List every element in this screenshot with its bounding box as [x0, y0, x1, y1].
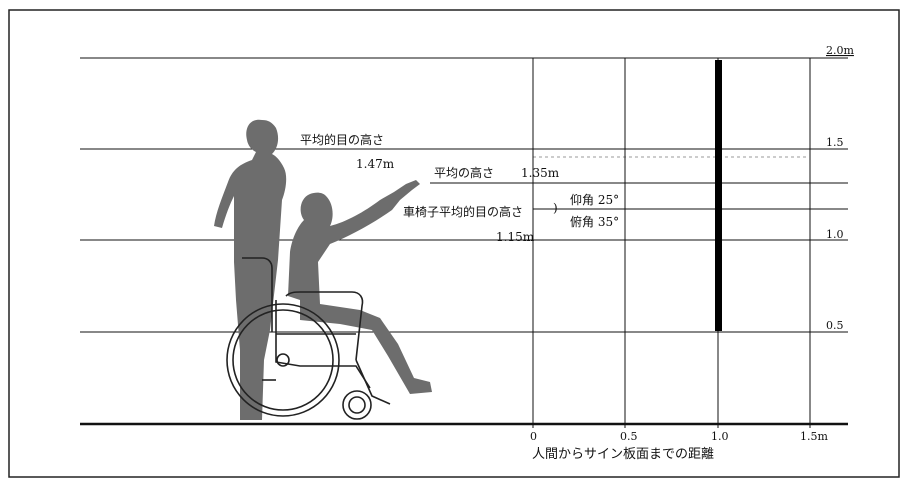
standing-person-silhouette [214, 119, 287, 420]
distance-gridlines [532, 58, 811, 428]
standing-eye-value: 1.47m [356, 157, 395, 171]
height-label-1-0: 1.0 [826, 228, 844, 241]
average-height-value: 1.35m [521, 166, 560, 180]
bracket-glyph: ) [553, 201, 558, 215]
distance-label-1-0: 1.0 [711, 430, 729, 443]
wheelchair-outline [226, 257, 391, 420]
wheelchair-eye-value: 1.15m [496, 230, 535, 244]
height-gridlines [80, 57, 848, 333]
distance-label-0-5: 0.5 [620, 430, 638, 443]
distance-label-1-5: 1.5m [800, 430, 828, 443]
standing-eye-label: 平均的目の高さ [300, 132, 384, 147]
outer-border [8, 9, 900, 478]
height-label-0-5: 0.5 [826, 319, 844, 332]
wheelchair-user-silhouette [288, 180, 432, 394]
elevation-angle-label: 仰角 25° [570, 192, 619, 207]
wheelchair-eye-label: 車椅子平均的目の高さ [403, 204, 523, 219]
distance-axis-caption: 人間からサイン板面までの距離 [532, 447, 714, 462]
distance-label-0: 0 [530, 430, 537, 443]
height-label-1-5: 1.5 [826, 136, 844, 149]
height-label-2-0: 2.0m [826, 44, 854, 57]
depression-angle-label: 俯角 35° [570, 214, 619, 229]
sign-board [715, 60, 722, 331]
average-height-label: 平均の高さ [434, 165, 494, 180]
